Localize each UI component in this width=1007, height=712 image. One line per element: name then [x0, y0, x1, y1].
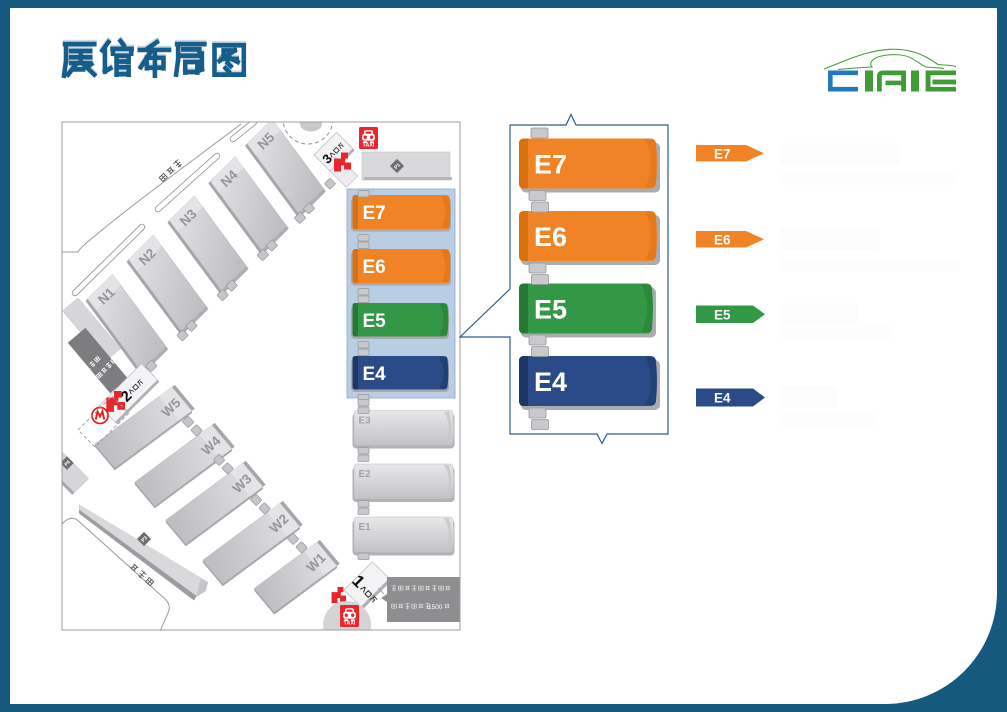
svg-text:E7: E7	[714, 146, 731, 161]
svg-text:E5: E5	[534, 295, 567, 325]
svg-text:E5: E5	[714, 307, 731, 322]
svg-text:E3: E3	[359, 416, 372, 427]
svg-text:E1: E1	[359, 522, 372, 533]
svg-text:E6: E6	[363, 257, 386, 278]
svg-text:E2: E2	[359, 469, 372, 480]
svg-text:1500: 1500	[428, 604, 443, 611]
svg-text:E6: E6	[534, 222, 567, 252]
svg-text:TAXI: TAXI	[363, 143, 375, 149]
svg-text:P3: P3	[140, 535, 149, 544]
svg-text:E4: E4	[714, 391, 731, 406]
svg-text:P6: P6	[63, 459, 72, 468]
svg-text:E4: E4	[534, 367, 567, 397]
svg-text:E6: E6	[714, 232, 731, 247]
svg-text:P1: P1	[393, 162, 402, 171]
svg-text:E5: E5	[363, 311, 387, 332]
svg-text:TAXI: TAXI	[344, 621, 356, 627]
svg-text:E7: E7	[363, 203, 386, 224]
svg-text:E4: E4	[363, 364, 387, 385]
svg-text:E7: E7	[534, 150, 567, 180]
